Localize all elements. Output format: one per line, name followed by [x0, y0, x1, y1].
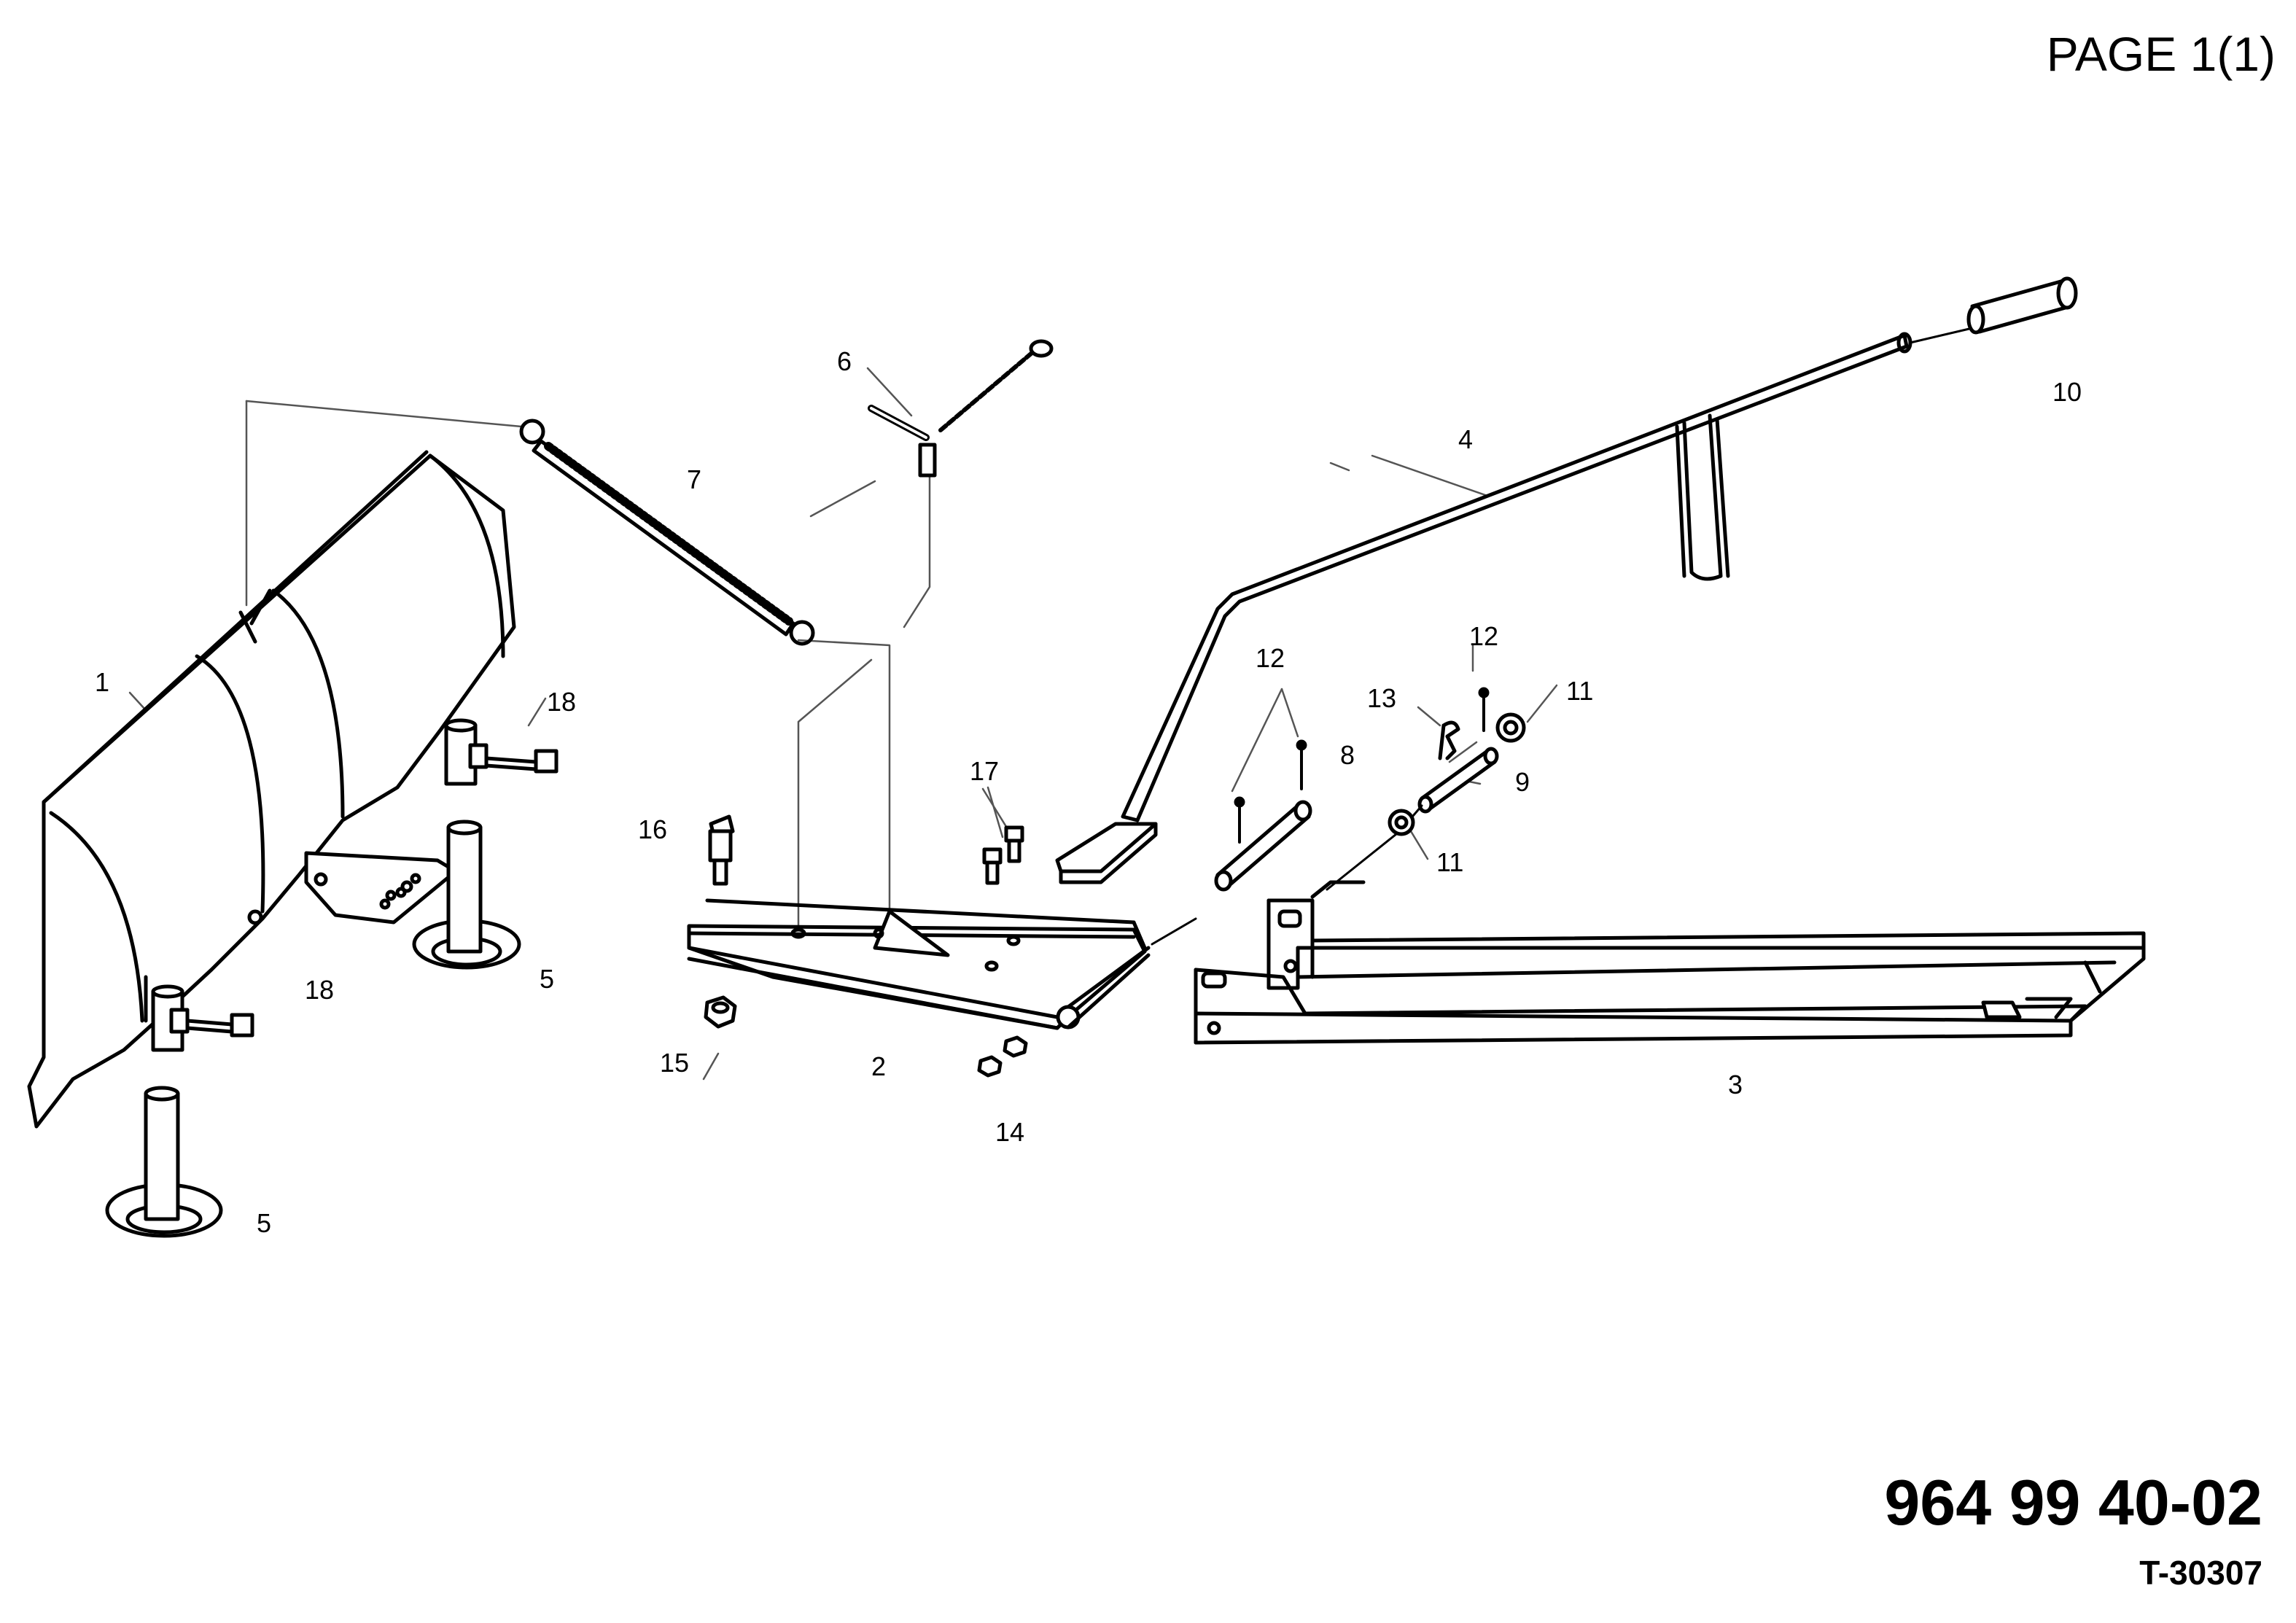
callout-5a: 5 — [540, 964, 554, 994]
callout-2: 2 — [871, 1051, 886, 1081]
frame — [1194, 880, 2146, 1045]
handle-grip — [1966, 276, 2078, 335]
callout-14: 14 — [995, 1117, 1024, 1147]
skid-shoe-upper — [412, 718, 521, 970]
bolt-upper — [468, 743, 559, 774]
bolt-16 — [708, 814, 735, 886]
callout-17: 17 — [970, 756, 999, 786]
tube-8 — [1214, 800, 1312, 892]
callout-16: 16 — [638, 814, 667, 844]
callout-1: 1 — [95, 667, 109, 697]
skid-shoe-lower — [105, 984, 223, 1238]
washer-lower — [1388, 809, 1415, 836]
callout-11b: 11 — [1436, 847, 1463, 877]
bolt-17-a — [982, 847, 1003, 885]
callout-12a: 12 — [1256, 643, 1285, 673]
callout-15: 15 — [660, 1048, 689, 1078]
bolt-17-b — [1004, 825, 1024, 863]
callout-5b: 5 — [257, 1208, 271, 1238]
rod-9 — [1326, 747, 1499, 891]
callout-9: 9 — [1515, 767, 1530, 797]
tension-spring — [519, 419, 815, 646]
plow-blade — [27, 450, 516, 1129]
pin-12-a — [1234, 796, 1245, 844]
callout-10: 10 — [2052, 377, 2082, 407]
callout-3: 3 — [1728, 1070, 1743, 1099]
nut-15 — [704, 995, 737, 1029]
leader-lines — [128, 367, 1558, 1081]
mounting-plate — [687, 898, 1151, 1030]
callout-4: 4 — [1458, 424, 1473, 454]
callout-7: 7 — [687, 464, 701, 494]
page-label: PAGE 1(1) — [2046, 27, 2276, 81]
nut-14-b — [1003, 1035, 1028, 1058]
callout-labels: 1 2 3 4 5 5 6 7 8 9 10 11 11 12 12 13 14… — [95, 346, 2082, 1238]
pin-with-chain — [868, 339, 1054, 478]
callout-18a: 18 — [547, 687, 576, 717]
drawing-number: T-30307 — [2139, 1554, 2262, 1592]
callout-8: 8 — [1340, 740, 1355, 770]
bolt-lower — [169, 1008, 254, 1038]
r-clip — [1438, 720, 1460, 760]
part-number: 964 99 40-02 — [1884, 1466, 2262, 1538]
pin-12-c — [1478, 687, 1490, 732]
handle-lever — [1055, 327, 1974, 884]
washer-upper — [1495, 712, 1526, 743]
pin-12-b — [1296, 739, 1307, 790]
callout-13: 13 — [1367, 683, 1396, 713]
callout-18b: 18 — [305, 975, 334, 1005]
lift-wire — [1675, 413, 1730, 581]
callout-11a: 11 — [1566, 676, 1593, 706]
link-rod — [1151, 917, 1197, 946]
callout-6: 6 — [837, 346, 852, 376]
nut-14-a — [977, 1055, 1003, 1078]
callout-12b: 12 — [1469, 621, 1498, 651]
